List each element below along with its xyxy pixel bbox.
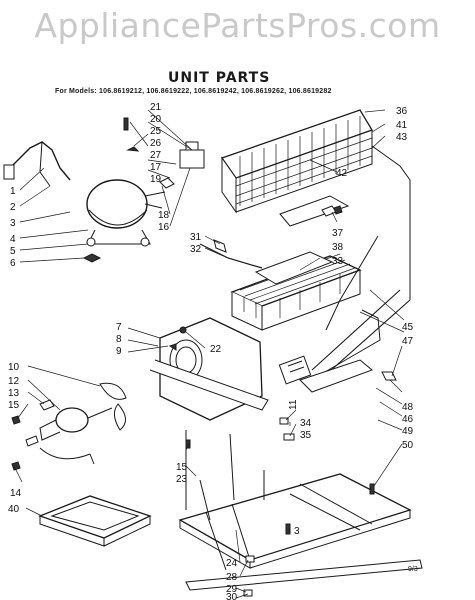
- evaporator-coil: [199, 243, 362, 331]
- callout-33: 33: [332, 256, 344, 267]
- callout-9: 9: [116, 346, 122, 357]
- fan-shroud: [149, 317, 269, 421]
- callout-12: 12: [8, 376, 20, 387]
- callout-40: 40: [8, 504, 20, 515]
- callout-37: 37: [332, 228, 344, 239]
- callout-15: 15: [8, 400, 20, 411]
- callout-26: 26: [150, 138, 162, 149]
- callout-38: 38: [332, 242, 344, 253]
- callout-3: 3: [10, 218, 16, 229]
- callout-28: 28: [226, 572, 238, 583]
- callout-41: 41: [396, 120, 408, 131]
- condenser-coil: [220, 109, 411, 300]
- callout-36: 36: [396, 106, 408, 117]
- callout-8: 8: [116, 334, 122, 345]
- callout-13: 13: [8, 388, 20, 399]
- callout-18: 18: [158, 210, 170, 221]
- callout-15b: 15: [176, 462, 188, 473]
- callout-43: 43: [396, 132, 408, 143]
- callout-16: 16: [158, 222, 170, 233]
- callout-34: 34: [300, 418, 312, 429]
- callout-46: 46: [402, 414, 414, 425]
- callout-6: 6: [10, 258, 16, 269]
- callout-14: 14: [10, 488, 22, 499]
- callout-24: 24: [226, 558, 238, 569]
- callout-3b: 3: [294, 526, 300, 537]
- compressor: [82, 179, 166, 263]
- callout-11: 11: [288, 399, 299, 410]
- callout-7: 7: [116, 322, 122, 333]
- callout-35: 35: [300, 430, 312, 441]
- callout-32: 32: [190, 244, 202, 255]
- callout-19: 19: [150, 174, 162, 185]
- callout-47: 47: [402, 336, 414, 347]
- callout-17: 17: [150, 162, 162, 173]
- drain-pan: [38, 495, 152, 547]
- power-cord: [3, 141, 71, 187]
- callout-31: 31: [190, 232, 202, 243]
- callout-5: 5: [10, 246, 16, 257]
- leader-lines: [13, 109, 405, 599]
- relay-assembly: [123, 117, 205, 189]
- callout-29: 29: [226, 584, 238, 595]
- callout-21: 21: [150, 102, 162, 113]
- callout-45: 45: [402, 322, 414, 333]
- callout-25: 25: [150, 126, 162, 137]
- model-numbers: For Models: 106.8619212, 106.8619222, 10…: [55, 88, 332, 95]
- callout-2: 2: [10, 202, 16, 213]
- diagram-title: UNIT PARTS: [168, 70, 271, 86]
- corner-mark: 9/3: [408, 566, 418, 573]
- callout-4: 4: [10, 234, 16, 245]
- callout-27: 27: [150, 150, 162, 161]
- callout-48: 48: [402, 402, 414, 413]
- callout-42: 42: [336, 168, 348, 179]
- callout-30: 30: [226, 592, 238, 600]
- callout-49: 49: [402, 426, 414, 437]
- base-frame: [178, 430, 423, 591]
- callout-10: 10: [8, 362, 20, 373]
- callout-1: 1: [10, 186, 16, 197]
- callout-labels: 1 2 3 4 5 6 21 20 25 26 27 17 19 18 16 3…: [8, 102, 414, 600]
- callout-22: 22: [210, 344, 222, 355]
- condenser-fan: [25, 382, 127, 465]
- callout-23: 23: [176, 474, 188, 485]
- screws-clips: [11, 205, 397, 597]
- defrost-thermostat: [278, 355, 312, 385]
- callout-50: 50: [402, 440, 414, 451]
- watermark: AppliancePartsPros.com: [34, 6, 441, 45]
- callout-20: 20: [150, 114, 162, 125]
